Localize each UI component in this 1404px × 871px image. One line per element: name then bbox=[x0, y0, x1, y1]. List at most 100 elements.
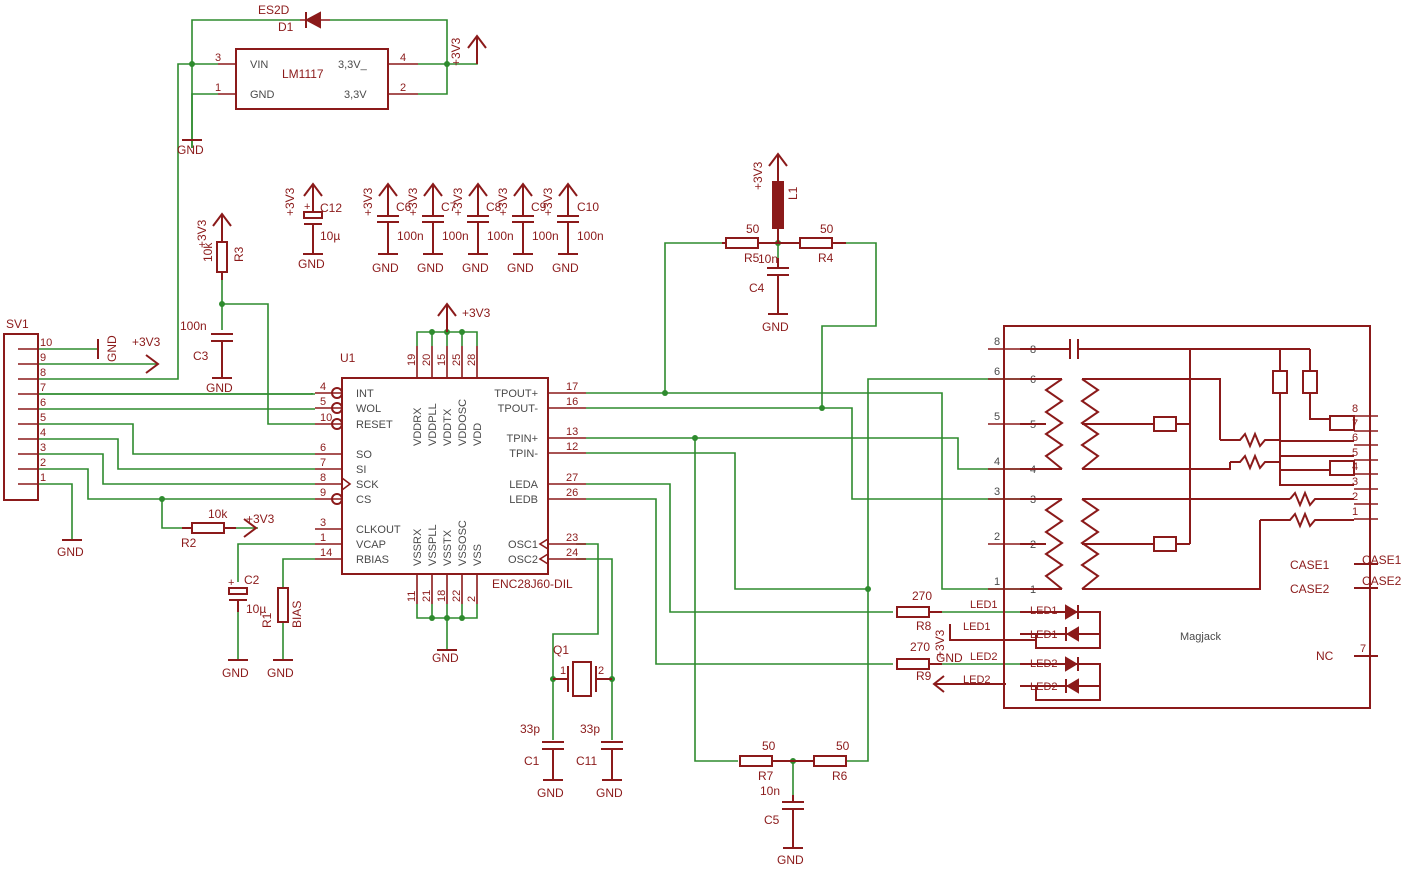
c6-ref: C6 bbox=[396, 200, 412, 214]
gnd-label: GND bbox=[936, 651, 963, 665]
c4-value: 10n bbox=[758, 252, 778, 266]
c9-value: 100n bbox=[532, 229, 559, 243]
svg-text:+: + bbox=[228, 577, 234, 589]
r3-ref: R3 bbox=[232, 246, 246, 262]
gnd-label: GND bbox=[552, 261, 579, 275]
c2-value: 10µ bbox=[246, 602, 266, 616]
c6-value: 100n bbox=[397, 229, 424, 243]
gnd-label: GND bbox=[432, 651, 459, 665]
ic-enc28j60: U1 ENC28J60-DIL INT4WOL5RESET10SO6SI7SCK… bbox=[315, 302, 586, 665]
ic-name: ENC28J60-DIL bbox=[492, 577, 573, 591]
magjack-left-pin-number: 5 bbox=[994, 411, 1000, 423]
reg-pin-num: 3 bbox=[215, 52, 221, 64]
ic-left-pin-number: 1 bbox=[320, 532, 326, 544]
ic-right-pin-name: TPOUT- bbox=[498, 403, 539, 415]
ic-top-pin-name: VDDTX bbox=[442, 408, 454, 446]
ic-left-pin-number: 8 bbox=[320, 472, 326, 484]
r2-ref: R2 bbox=[181, 536, 197, 550]
ic-top-pin-name: VDDPLL bbox=[427, 403, 439, 446]
ic-left-pin-name: INT bbox=[356, 388, 374, 400]
magjack-case1-inner: CASE1 bbox=[1290, 558, 1330, 572]
ic-right-pin-number: 23 bbox=[566, 532, 578, 544]
magjack-left-pin-number: 3 bbox=[994, 486, 1000, 498]
c7-value: 100n bbox=[442, 229, 469, 243]
ic-left-pin-name: WOL bbox=[356, 403, 381, 415]
r1-ref: R1 bbox=[260, 612, 274, 628]
gnd-label: GND bbox=[177, 143, 204, 157]
c9-ref: C9 bbox=[531, 200, 547, 214]
q1-ref: Q1 bbox=[553, 643, 569, 657]
inductor-l1: L1 +3V3 bbox=[751, 152, 800, 243]
ic-left-pin-name: VCAP bbox=[356, 539, 386, 551]
ic-ref: U1 bbox=[340, 351, 356, 365]
ic-left-pin-number: 4 bbox=[320, 381, 326, 393]
ic-left-pin-name: RESET bbox=[356, 419, 393, 431]
ic-left-pin-number: 14 bbox=[320, 547, 332, 559]
vcc-label: +3V3 bbox=[449, 37, 463, 66]
magjack-name: Magjack bbox=[1180, 631, 1221, 643]
led2-label: LED2 bbox=[970, 651, 998, 663]
r2-value: 10k bbox=[208, 507, 228, 521]
magjack-right-pin-number: 4 bbox=[1352, 461, 1358, 473]
ic-right-pin-number: 17 bbox=[566, 381, 578, 393]
ic-top-pin-number: 28 bbox=[466, 354, 478, 366]
ic-top-pin-number: 15 bbox=[436, 354, 448, 366]
ic-top-pin-name: VDD bbox=[472, 423, 484, 446]
ic-bottom-pin-number: 22 bbox=[451, 590, 463, 602]
ic-bottom-pin-name: VSSRX bbox=[412, 528, 424, 566]
led2-diodes bbox=[1020, 656, 1101, 701]
gnd-label: GND bbox=[105, 335, 119, 362]
sv1-ref: SV1 bbox=[6, 317, 29, 331]
magjack-nc-pin: 7 bbox=[1360, 643, 1366, 655]
r9-value: 270 bbox=[910, 640, 930, 654]
ic-left-pin-name: CS bbox=[356, 494, 371, 506]
gnd-label: GND bbox=[57, 545, 84, 559]
gnd-label: GND bbox=[462, 261, 489, 275]
vcc-label: +3V3 bbox=[751, 161, 765, 190]
resistor-r6: 50 R6 bbox=[793, 739, 850, 783]
d1-ref: D1 bbox=[278, 20, 294, 34]
vcc-label: +3V3 bbox=[246, 512, 275, 526]
ic-right-pin-number: 27 bbox=[566, 472, 578, 484]
gnd-label: GND bbox=[417, 261, 444, 275]
led2-label: LED2 bbox=[963, 674, 991, 686]
r4-value: 50 bbox=[820, 222, 834, 236]
ic-left-pin-number: 7 bbox=[320, 457, 326, 469]
ic-bottom-pin-name: VSSPLL bbox=[427, 524, 439, 566]
ic-bottom-pin-name: VSSTX bbox=[442, 529, 454, 566]
r8-value: 270 bbox=[912, 589, 932, 603]
magjack-right-pin-number: 2 bbox=[1352, 491, 1358, 503]
ic-right-pin-name: OSC1 bbox=[508, 539, 538, 551]
magjack-left-pin-number: 1 bbox=[994, 576, 1000, 588]
ic-bottom-pin-name: VSS bbox=[472, 544, 484, 566]
svg-text:+: + bbox=[304, 201, 310, 213]
cap-c5: 10n C5 GND bbox=[760, 784, 804, 867]
ic-inverted-bubble bbox=[331, 493, 343, 505]
resistor-r4: 50 R4 bbox=[778, 222, 846, 265]
r7-value: 50 bbox=[762, 739, 776, 753]
ic-left-pin-name: CLKOUT bbox=[356, 524, 401, 536]
sv1-pin-number: 2 bbox=[40, 457, 46, 469]
resistor-r5: 50 R5 bbox=[722, 222, 778, 265]
vcc-label: +3V3 bbox=[496, 187, 510, 216]
ic-left-pin-name: RBIAS bbox=[356, 554, 389, 566]
resistor-r9: 270 R9 GND +3V3 bbox=[896, 629, 1006, 693]
r5-value: 50 bbox=[746, 222, 760, 236]
cap-c10: C10 100n GND +3V3 bbox=[541, 182, 604, 275]
led1-label: LED1 bbox=[970, 599, 998, 611]
reg-pin-gnd: GND bbox=[250, 89, 275, 101]
ic-left-pin-number: 6 bbox=[320, 442, 326, 454]
c3-ref: C3 bbox=[193, 349, 209, 363]
vcc-label: +3V3 bbox=[451, 187, 465, 216]
ic-right-pin-name: LEDB bbox=[509, 494, 538, 506]
cap-c2: + C2 10µ GND bbox=[222, 573, 266, 680]
c3-value: 100n bbox=[180, 319, 207, 333]
ic-right-pin-number: 26 bbox=[566, 487, 578, 499]
gnd-label: GND bbox=[507, 261, 534, 275]
magjack-nc: NC bbox=[1316, 649, 1334, 663]
reg-pin-out1: 3,3V_ bbox=[338, 59, 368, 71]
vcc-label: +3V3 bbox=[406, 187, 420, 216]
vcc-symbol: +3V3 bbox=[449, 34, 487, 66]
ic-left-pin-name: SI bbox=[356, 464, 366, 476]
